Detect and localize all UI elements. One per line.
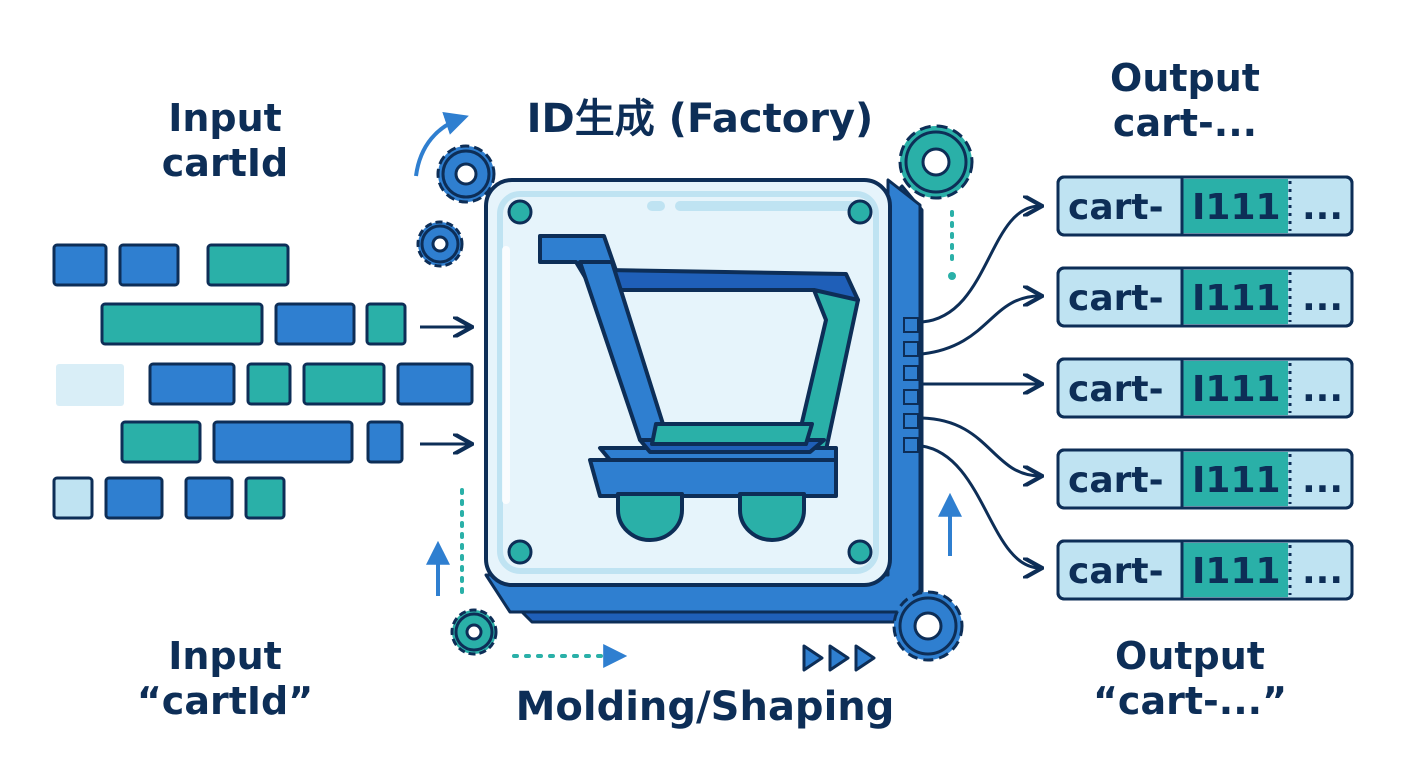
input-block (52, 243, 108, 287)
output-id-middle: I111 (1192, 551, 1281, 592)
output-id-prefix: cart- (1068, 460, 1164, 501)
output-id-box: cart- I111... (1056, 266, 1354, 328)
input-bottom-label: Input “cartId” (100, 634, 350, 724)
output-bottom-line-1: Output (1115, 634, 1265, 678)
input-block (52, 476, 94, 520)
output-id-box: cart- I111... (1056, 448, 1354, 510)
output-id-prefix: cart- (1068, 369, 1164, 410)
arrow-icon (921, 296, 1040, 356)
output-id-box: cart- I111... (1056, 357, 1354, 419)
output-id-middle: I111 (1192, 460, 1281, 501)
screw (847, 199, 873, 225)
input-block (274, 302, 356, 346)
input-block (302, 362, 386, 406)
output-id-suffix: ... (1302, 187, 1343, 228)
input-block (104, 476, 164, 520)
arrow-icon (921, 444, 1040, 568)
shopping-cart-icon (538, 234, 860, 542)
input-block (118, 243, 180, 287)
screw (847, 539, 873, 565)
output-id-suffix: ... (1302, 278, 1343, 319)
gear-icon (416, 220, 464, 268)
output-bottom-line-2: “cart-...” (1092, 678, 1288, 723)
output-bottom-label: Output “cart-...” (1060, 634, 1320, 724)
arrow-icon (921, 206, 1040, 324)
input-block (246, 362, 292, 406)
input-block (148, 362, 236, 406)
output-id-suffix: ... (1302, 551, 1343, 592)
screw (507, 539, 533, 565)
output-id-prefix: cart- (1068, 187, 1164, 228)
input-block (396, 362, 474, 406)
output-id-suffix: ... (1302, 369, 1343, 410)
gear-icon (898, 124, 974, 200)
input-block (120, 420, 202, 464)
input-top-line-1: Input (168, 96, 282, 140)
output-top-line-2: cart-... (1112, 100, 1258, 145)
faded-block (56, 364, 124, 406)
gear-icon (892, 590, 964, 662)
input-block (212, 420, 354, 464)
input-top-label: Input cartId (110, 96, 340, 186)
output-top-label: Output cart-... (1060, 56, 1310, 146)
output-id-suffix: ... (1302, 460, 1343, 501)
input-top-line-2: cartId (161, 140, 289, 185)
input-block (244, 476, 286, 520)
input-block (365, 302, 407, 346)
arrow-icon (921, 416, 1040, 476)
output-id-prefix: cart- (1068, 551, 1164, 592)
output-id-middle: I111 (1192, 187, 1281, 228)
gear-icon (450, 608, 498, 656)
input-bottom-line-2: “cartId” (136, 678, 314, 723)
input-block (206, 243, 290, 287)
gear-icon (436, 144, 496, 204)
input-block (184, 476, 234, 520)
output-id-list: cart-I111...cart-I111...cart-I111...cart… (1056, 175, 1354, 601)
input-block (366, 420, 404, 464)
input-block (100, 302, 264, 346)
process-bottom-label: Molding/Shaping (515, 684, 895, 730)
output-id-box: cart- I111... (1056, 539, 1354, 601)
output-id-middle: I111 (1192, 278, 1281, 319)
screw (507, 199, 533, 225)
factory-title: ID生成 (Factory) (526, 96, 874, 142)
output-id-box: cart- I111... (1056, 175, 1354, 237)
input-bottom-line-1: Input (168, 634, 282, 678)
output-top-line-1: Output (1110, 56, 1260, 100)
output-arrows (921, 206, 1040, 568)
chevron-icon (802, 644, 876, 672)
curved-arrow-icon (414, 111, 469, 177)
output-id-middle: I111 (1192, 369, 1281, 410)
output-id-prefix: cart- (1068, 278, 1164, 319)
